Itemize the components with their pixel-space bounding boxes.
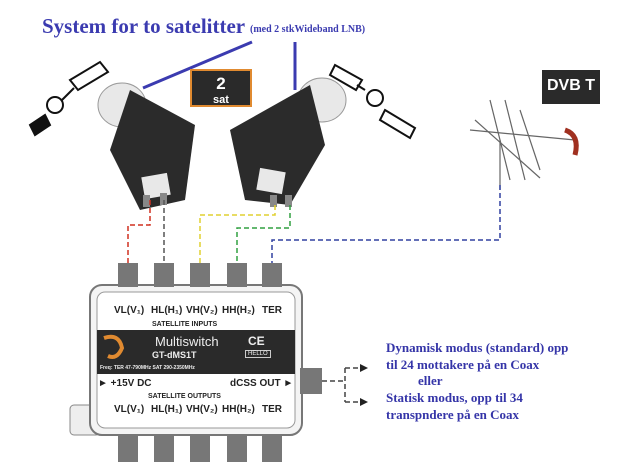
badge-text: sat [213,94,229,106]
input-port-ter: TER [262,305,282,316]
output-arrows [322,367,360,403]
page-title: System for to satelitter [42,14,246,38]
pointer-line-left [142,40,253,90]
note-static-2: transpndere på en Coax [386,407,520,422]
connectors [118,263,282,462]
cable-red [127,200,151,265]
input-port-hl: HL(H₁) [151,305,183,316]
satellite-left-icon [28,60,110,137]
dvbt-logo: DVB T [547,77,595,94]
model-label: GT-dMS1T [152,350,197,360]
note-static-1: Statisk modus, opp til 34 [386,390,523,405]
multiswitch-body [69,284,322,436]
input-port-hh: HH(H₂) [222,305,255,316]
note-or: eller [418,373,443,388]
cable-green [236,205,291,265]
note-dynamic-1: Dynamisk modus (standard) opp [386,340,569,355]
brand-label: Multiswitch [155,334,219,349]
output-port-hh: HH(H₂) [222,404,255,415]
dvbt-badge [542,70,600,104]
antenna-icon [469,99,579,190]
freq-label: Freq: TER 47-790MHz SAT 290-2350MHz [100,365,195,371]
inputs-heading: SATELLITE INPUTS [152,321,218,328]
cable-yellow [199,205,276,265]
output-port-vh: VH(V₂) [186,404,218,415]
dcss-out-label: dCSS OUT ► [230,378,294,389]
2sat-badge [190,69,252,107]
output-port-ter: TER [262,404,282,415]
2sat-badge-text: 2 sat [191,74,251,106]
lnb-left [97,82,195,210]
badge-number: 2 [216,74,226,93]
subtitle: (med 2 stkWideband LNB) [250,24,366,35]
outputs-heading: SATELLITE OUTPUTS [148,393,221,400]
cable-blue [271,185,501,265]
satellite-right-icon [328,63,417,140]
input-port-vl: VL(V₁) [114,305,145,316]
dc-label: ► +15V DC [98,378,152,389]
output-port-hl: HL(H₁) [151,404,183,415]
hello-mark: HELLO [245,350,271,358]
output-port-vl: VL(V₁) [114,404,145,415]
ce-mark: CE [248,334,265,348]
lnb-right [230,77,347,207]
note-dynamic-2: til 24 mottakere på en Coax [386,357,540,372]
input-port-vh: VH(V₂) [186,305,218,316]
